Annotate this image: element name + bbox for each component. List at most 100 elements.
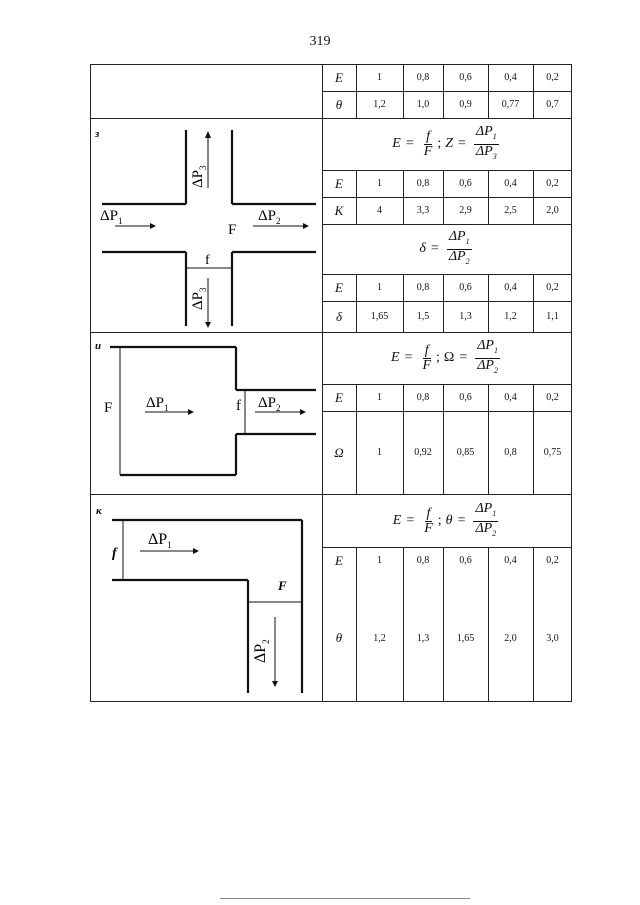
frac-sub: 2: [494, 365, 498, 375]
table-cell: 0,75: [543, 447, 562, 458]
dp2-label: ΔP2: [258, 208, 281, 226]
grid-line: [443, 547, 444, 702]
scan-edge: [220, 898, 470, 899]
frac-den: F: [423, 143, 433, 159]
table-cell: 2,9: [459, 205, 472, 216]
grid-line: [356, 64, 357, 118]
table-cell: 0,2: [546, 555, 559, 566]
grid-line: [322, 170, 572, 171]
area-F-label: F: [277, 578, 287, 593]
grid-line: [403, 547, 404, 702]
frac-num: ΔP: [477, 337, 494, 353]
table-cell: 1,2: [504, 311, 517, 322]
table-cell: 4: [377, 205, 382, 216]
grid-line: [322, 301, 572, 302]
table-cell: 1,0: [416, 99, 430, 110]
table-cell: 2,0: [504, 632, 517, 644]
area-f-label: f: [236, 398, 241, 414]
table-cell: 3,3: [416, 205, 430, 216]
grid-line: [488, 547, 489, 702]
table-cell: 0,2: [546, 392, 559, 403]
area-f-label: f: [112, 546, 118, 561]
row-variable: E: [335, 389, 343, 405]
grid-line: [356, 274, 357, 332]
table-cell: 0,6: [459, 392, 472, 403]
table-cell: 0,4: [504, 392, 517, 403]
frac-num: f: [424, 505, 433, 522]
table-cell: 1: [377, 72, 382, 83]
grid-line: [488, 274, 489, 332]
grid-line: [403, 274, 404, 332]
contraction-diagram: F ΔP1 f ΔP2: [104, 345, 316, 477]
table-cell: 0,6: [459, 555, 472, 566]
grid-line: [443, 170, 444, 224]
table-cell: 0,8: [416, 282, 430, 293]
grid-line: [322, 547, 572, 548]
grid-line: [322, 274, 572, 275]
dp3-top-label: ΔP3: [190, 165, 208, 188]
formula-lhs: E: [390, 350, 400, 365]
frac-den: ΔP: [448, 248, 466, 264]
table-cell: 0,7: [546, 99, 559, 110]
formula-sep: ;: [437, 136, 442, 151]
table-cell: 0,4: [504, 72, 517, 83]
table-cell: 0,6: [459, 72, 472, 83]
grid-line: [90, 118, 572, 119]
formula-sep: ;: [437, 513, 442, 528]
grid-line: [90, 494, 572, 495]
grid-line: [322, 384, 572, 385]
grid-line: [533, 64, 534, 118]
frac-den: ΔP: [475, 143, 493, 159]
dp3-bottom-label: ΔP3: [190, 287, 208, 310]
page-number: 319: [309, 34, 331, 49]
area-f-label: f: [205, 253, 210, 268]
grid-line: [443, 64, 444, 118]
frac-sub: 2: [492, 528, 497, 538]
frac-sub: 3: [492, 151, 497, 161]
formula-var2: Ω: [443, 350, 455, 365]
formula-lhs: E: [392, 136, 401, 151]
row-variable: Ω: [334, 444, 344, 460]
grid-line: [443, 274, 444, 332]
grid-line: [90, 332, 572, 333]
frac-den: F: [424, 520, 433, 536]
grid-line: [322, 91, 572, 92]
frac-sub: 1: [492, 131, 497, 141]
grid-line: [488, 170, 489, 224]
frac-num: f: [424, 128, 432, 145]
table-cell: 0,4: [504, 282, 517, 293]
row-variable: E: [335, 552, 343, 568]
table-cell: 0,92: [414, 447, 432, 458]
table-cell: 0,2: [546, 72, 559, 83]
grid-line: [533, 274, 534, 332]
table-cell: 0,2: [546, 282, 559, 293]
grid-line: [322, 411, 572, 412]
grid-line: [356, 170, 357, 224]
formula-sep: ;: [436, 350, 440, 365]
table-cell: 1,1: [546, 311, 559, 322]
table-cell: 0,6: [459, 178, 472, 189]
grid-line: [403, 384, 404, 494]
section-letter: з: [95, 128, 100, 140]
dp2-label: ΔP2: [252, 639, 271, 663]
grid-line: [403, 64, 404, 118]
frac-sub: 2: [465, 256, 470, 266]
frac-num: ΔP: [475, 500, 493, 516]
table-cell: 1,2: [373, 632, 386, 644]
table-cell: 1,65: [370, 311, 389, 322]
table-cell: 1,3: [416, 632, 430, 644]
area-F-label: F: [104, 400, 112, 416]
table-cell: 0,8: [416, 178, 430, 189]
table-cell: 1,5: [416, 311, 430, 322]
table-cell: 2,0: [546, 205, 559, 216]
frac-sub: 1: [465, 236, 470, 246]
row-variable: E: [335, 175, 343, 191]
table-cell: 1: [377, 555, 382, 566]
frac-sub: 1: [494, 345, 498, 355]
grid-line: [356, 547, 357, 702]
frac-num: f: [422, 342, 431, 359]
frac-num: ΔP: [475, 123, 493, 139]
